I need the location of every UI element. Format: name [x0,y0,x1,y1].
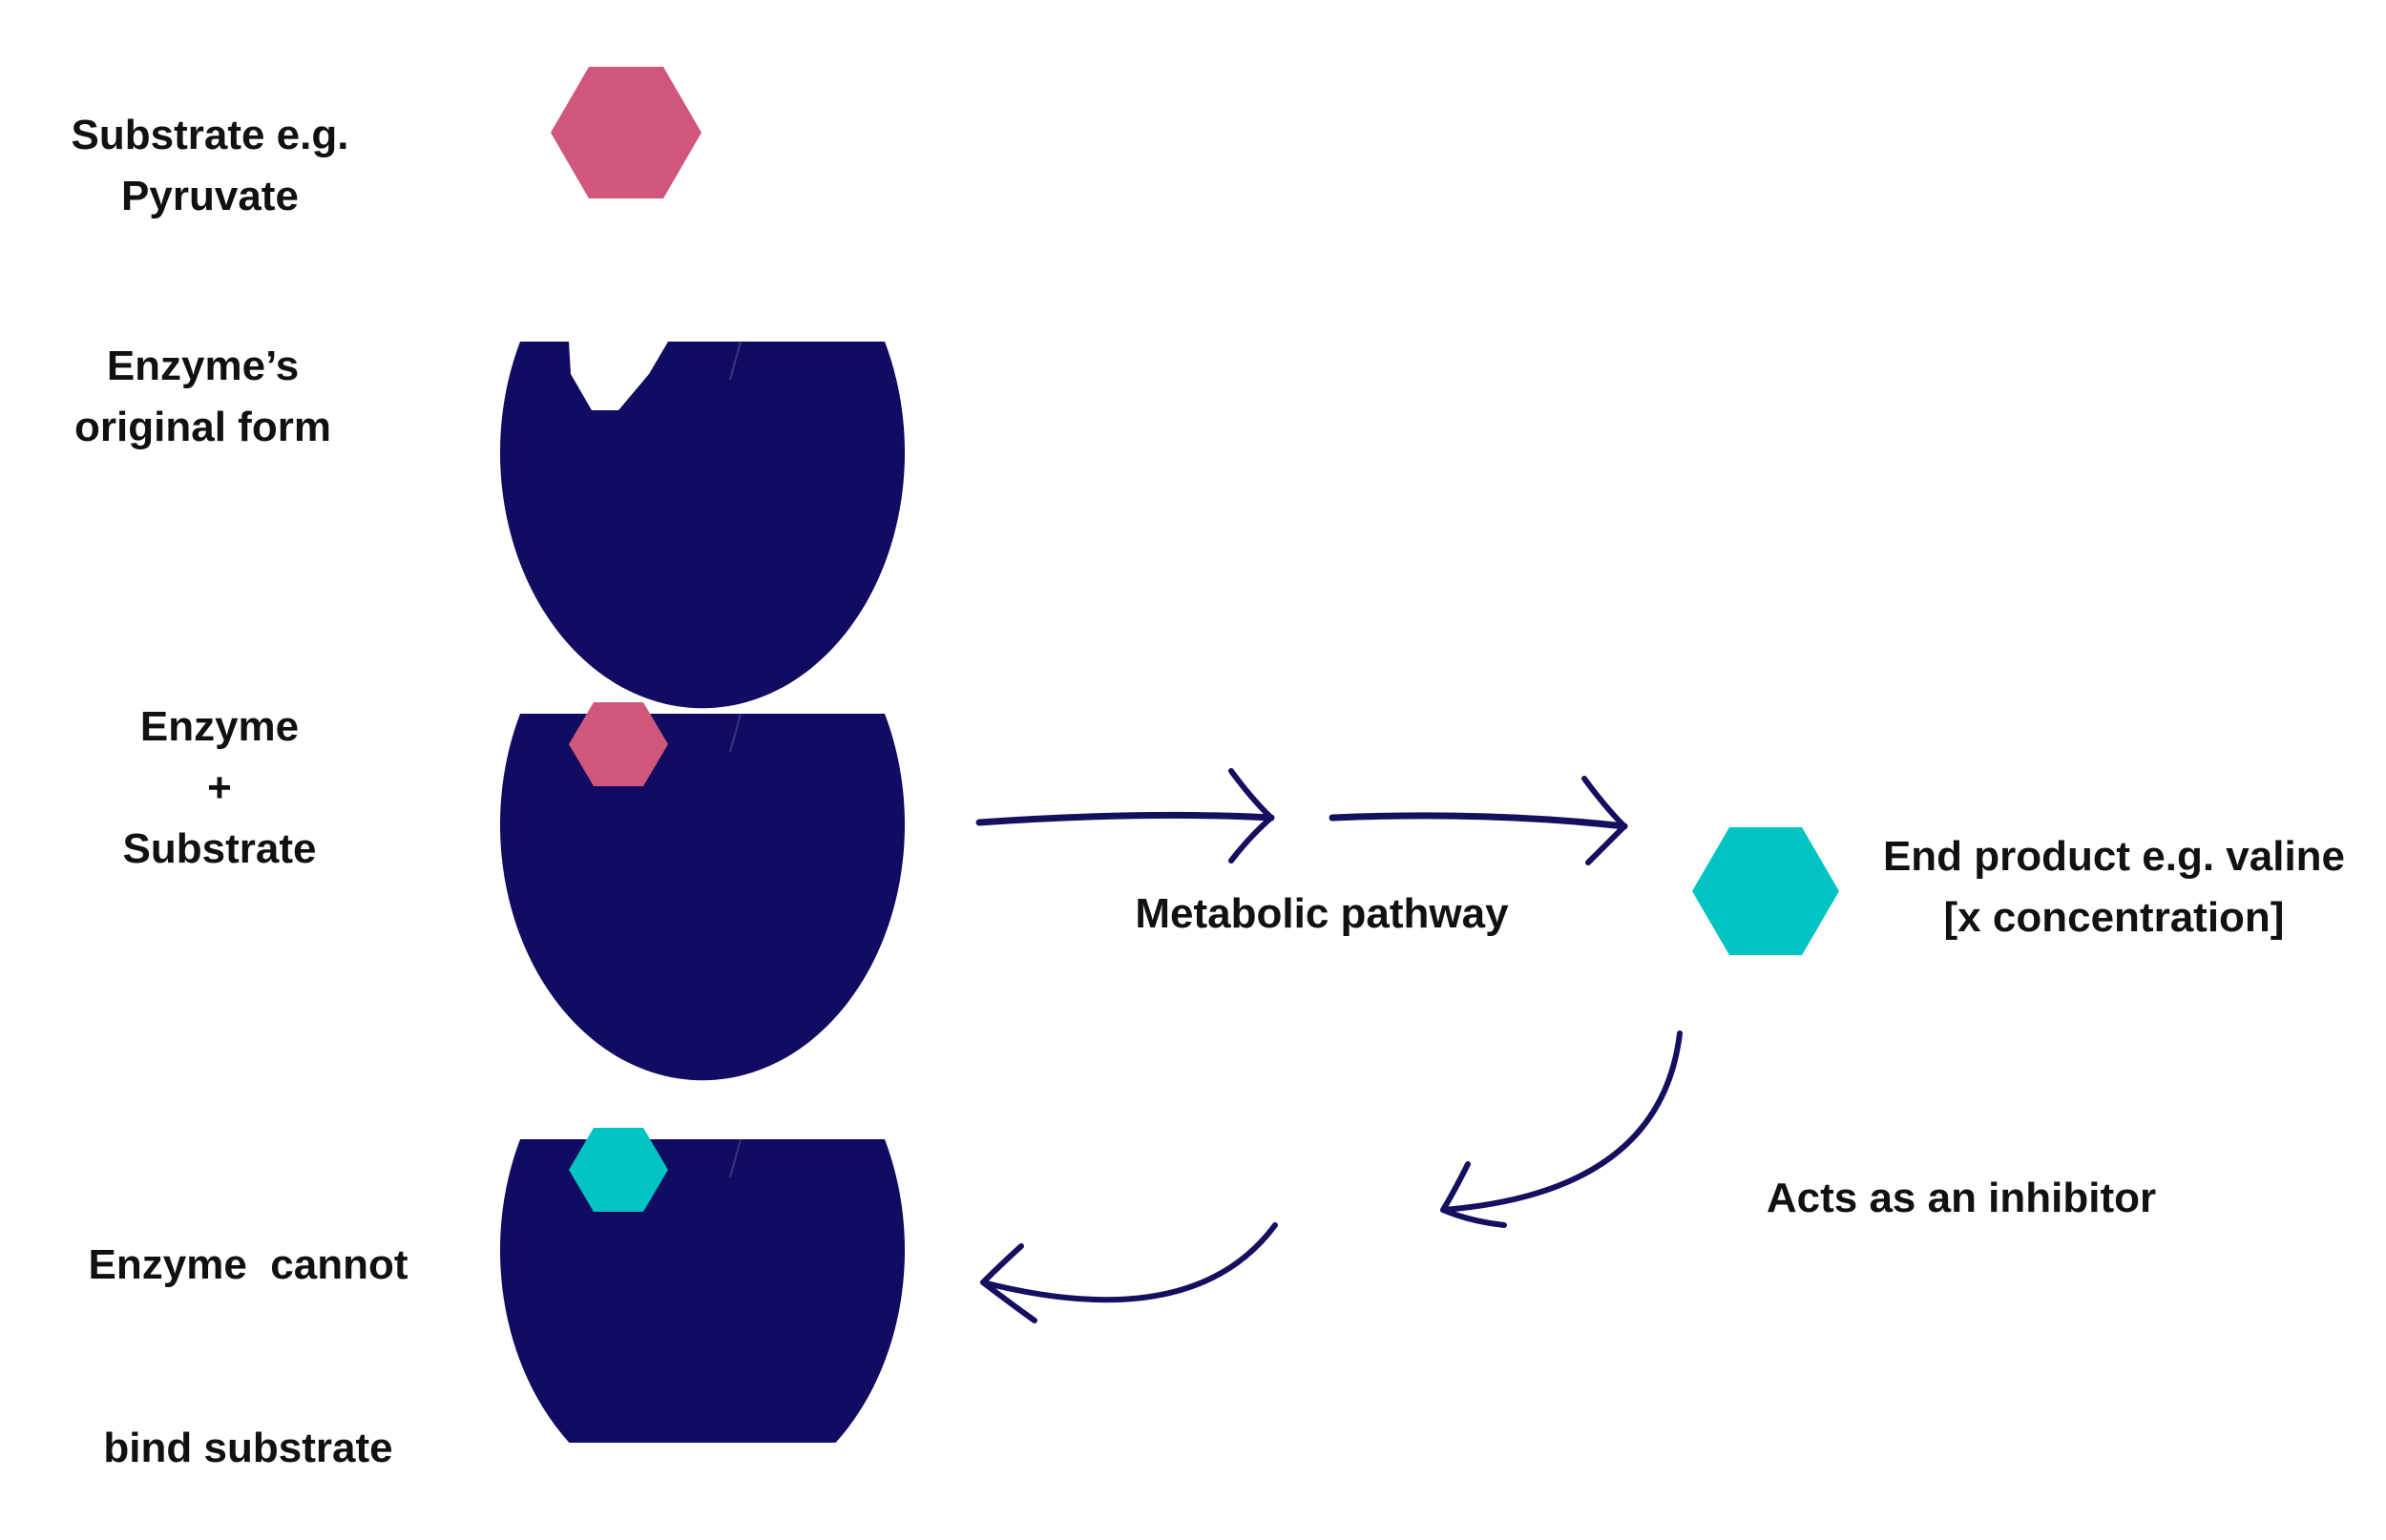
substrate-label-line-1: Substrate e.g. [71,112,349,158]
pathway-arrow-1 [975,768,1275,864]
metabolic-pathway-label: Metabolic pathway [1107,884,1537,945]
enzyme-feedback-inhibition-diagram [500,67,1839,1443]
end-product-label-line-1: End product e.g. valine [1882,833,2346,880]
enzyme-original-label-line-2: original form [74,404,331,450]
enzyme-substrate-label-line-2: + [207,764,232,811]
pathway-arrow-2 [1329,776,1628,865]
inhibitor-label: Acts as an inhibitor [1747,1168,2176,1229]
enzyme-cannot-bind-label-line-2: bind substrate [103,1425,393,1471]
end-product-label: End product e.g. valine [x concentration… [1861,826,2367,948]
inhibitor-label-text: Acts as an inhibitor [1766,1175,2157,1221]
end-product-hexagon [1692,827,1839,955]
metabolic-pathway-label-text: Metabolic pathway [1135,890,1509,937]
end-product-label-line-2: [x concentration] [1943,894,2285,941]
enzyme-original-label-line-1: Enzyme’s [106,343,300,389]
enzyme-substrate-label-line-1: Enzyme [139,703,300,750]
enzyme-substrate-label-line-3: Substrate [122,825,317,872]
enzyme-original-label: Enzyme’s original form [29,336,377,458]
substrate-label-line-2: Pyruvate [121,173,299,219]
enzyme-substrate-complex [500,702,905,1081]
feedback-arrow-lower [980,1222,1278,1323]
bound-end-product-hexagon [569,1128,668,1212]
feedback-arrow-upper [1440,1030,1683,1228]
enzyme-substrate-label: Enzyme + Substrate [57,697,382,880]
active-site [569,342,668,410]
substrate-label: Substrate e.g. Pyruvate [38,105,382,227]
substrate-hexagon [551,67,701,198]
bound-substrate-hexagon [569,702,668,786]
enzyme-cannot-bind-label: Enzyme cannot bind substrate [57,1113,439,1540]
enzyme-original-form [500,341,905,709]
enzyme-cannot-bind-label-line-1: Enzyme cannot [88,1241,408,1288]
enzyme-inhibited [500,1128,905,1443]
